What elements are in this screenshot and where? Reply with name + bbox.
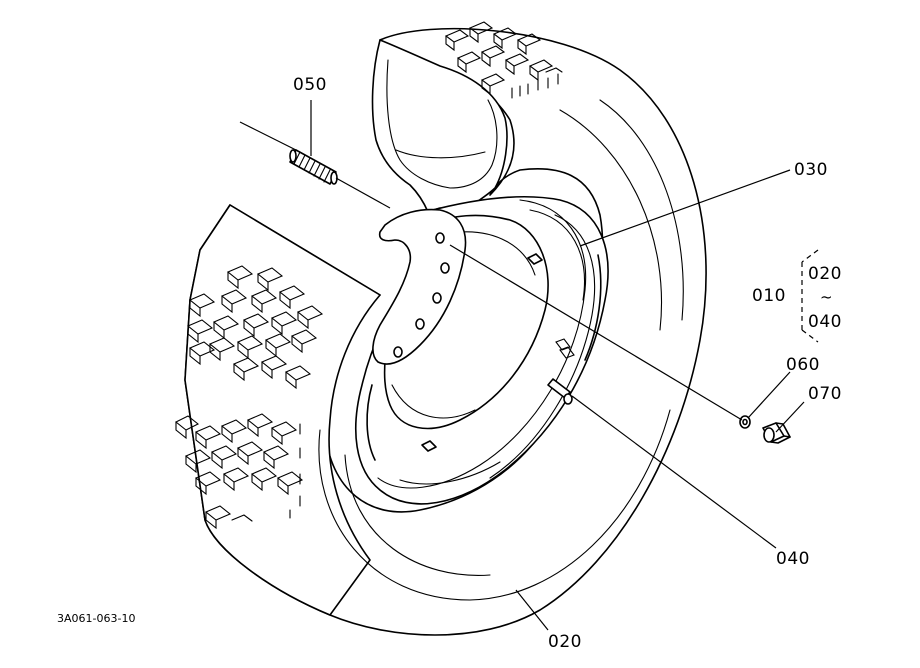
rim-drawing <box>354 196 609 505</box>
range-separator: ~ <box>820 288 834 306</box>
callout-010: 010 <box>752 286 786 306</box>
washer-drawing <box>739 415 751 429</box>
figure-code: 3A061-063-10 <box>57 612 136 625</box>
callout-020: 020 <box>548 632 582 652</box>
callout-040-range-end: 040 <box>808 312 842 332</box>
callout-020-range-start: 020 <box>808 264 842 284</box>
callout-060: 060 <box>786 355 820 375</box>
callout-030: 030 <box>794 160 828 180</box>
bolt-drawing <box>289 149 338 185</box>
callout-050: 050 <box>293 75 327 95</box>
tire-drawing <box>174 21 707 636</box>
nut-drawing <box>762 422 791 444</box>
valve-stem-drawing <box>547 338 575 405</box>
callout-070: 070 <box>808 384 842 404</box>
leader-lines <box>239 100 819 631</box>
callout-040: 040 <box>776 549 810 569</box>
tread-pattern <box>174 265 324 530</box>
